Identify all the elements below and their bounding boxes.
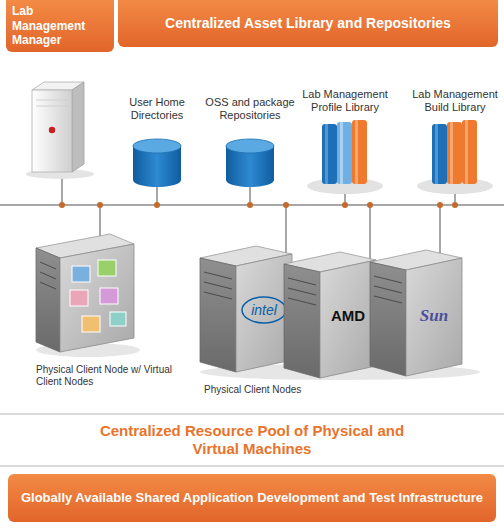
virtual-host-server	[40, 262, 56, 269]
storage-label: User Home Directories	[112, 96, 202, 122]
bus-dots	[342, 202, 348, 208]
vendor-logo: Sun	[412, 306, 456, 326]
virtual-host-server	[98, 260, 116, 276]
virtual-host-server	[60, 244, 134, 352]
book-stack	[435, 124, 438, 184]
network-bus	[369, 205, 371, 262]
header-box: Lab Management Manager	[6, 0, 114, 52]
client-servers	[406, 258, 462, 376]
database-cylinder	[133, 139, 181, 153]
manager-server	[72, 82, 84, 172]
separator-lines	[0, 466, 504, 467]
vendor-logo: AMD	[323, 307, 373, 325]
virtual-host-server	[40, 282, 56, 289]
virtual-host-server	[82, 316, 100, 332]
client-servers	[288, 298, 316, 305]
bus-dots	[283, 202, 289, 208]
client-servers	[242, 297, 286, 323]
manager-server	[32, 90, 72, 172]
book-stack	[337, 122, 352, 184]
manager-server	[36, 100, 68, 101]
footer-band-text: Globally Available Shared Application De…	[18, 490, 486, 506]
bus-dots	[247, 202, 253, 208]
book-stack	[447, 122, 462, 184]
network-bus	[285, 205, 287, 254]
vendor-logo: intel	[244, 302, 284, 319]
virtual-host-server	[36, 234, 140, 357]
pool-heading: Centralized Resource Pool of Physical an…	[87, 422, 417, 458]
bus-dots	[154, 202, 160, 208]
client-servers	[374, 286, 402, 293]
node-caption: Physical Client Node w/ Virtual Client N…	[36, 364, 172, 388]
client-servers	[374, 296, 402, 303]
book-stack	[352, 120, 367, 184]
manager-server	[49, 127, 55, 133]
bus-dots	[452, 202, 458, 208]
client-servers	[288, 288, 316, 295]
library-label: Lab Management Build Library	[406, 88, 504, 114]
virtual-host-server	[40, 272, 56, 279]
book-stack	[340, 122, 343, 184]
client-servers	[204, 282, 232, 289]
footer-band: Globally Available Shared Application De…	[8, 474, 496, 522]
book-stack	[355, 120, 358, 184]
book-stack	[325, 124, 328, 184]
header-box: Centralized Asset Library and Repositori…	[118, 0, 498, 47]
book-stack	[307, 120, 493, 194]
virtual-host-server	[100, 288, 118, 304]
bus-dots	[367, 202, 373, 208]
database-cylinder	[133, 139, 274, 187]
client-servers	[374, 276, 402, 283]
client-servers	[288, 278, 316, 285]
network-bus	[439, 205, 441, 256]
virtual-host-server	[36, 248, 60, 352]
node-caption: Physical Client Nodes	[204, 384, 324, 396]
database-cylinder	[226, 139, 274, 153]
header-box-text: Lab Management Manager	[12, 4, 108, 47]
client-servers	[320, 260, 376, 378]
book-stack	[465, 120, 468, 184]
client-servers	[370, 262, 406, 376]
book-stack	[432, 124, 447, 184]
virtual-host-server	[72, 266, 90, 282]
client-servers	[284, 264, 320, 378]
bus-dots	[59, 202, 65, 208]
storage-label: OSS and package Repositories	[194, 96, 306, 122]
virtual-host-server	[70, 290, 88, 306]
virtual-host-server	[110, 312, 126, 326]
bus-dots	[97, 202, 103, 208]
bus-dots	[59, 202, 458, 208]
book-stack	[462, 120, 477, 184]
header-box-text: Centralized Asset Library and Repositori…	[126, 15, 490, 32]
separator-lines	[0, 414, 504, 466]
library-label: Lab Management Profile Library	[293, 88, 397, 114]
bus-dots	[437, 202, 443, 208]
client-servers	[200, 258, 236, 372]
manager-server	[36, 106, 68, 107]
client-servers	[200, 246, 480, 380]
client-servers	[204, 292, 232, 299]
manager-server	[26, 82, 94, 179]
book-stack	[450, 122, 453, 184]
book-stack	[322, 124, 337, 184]
separator-lines	[0, 414, 504, 415]
client-servers	[204, 272, 232, 279]
